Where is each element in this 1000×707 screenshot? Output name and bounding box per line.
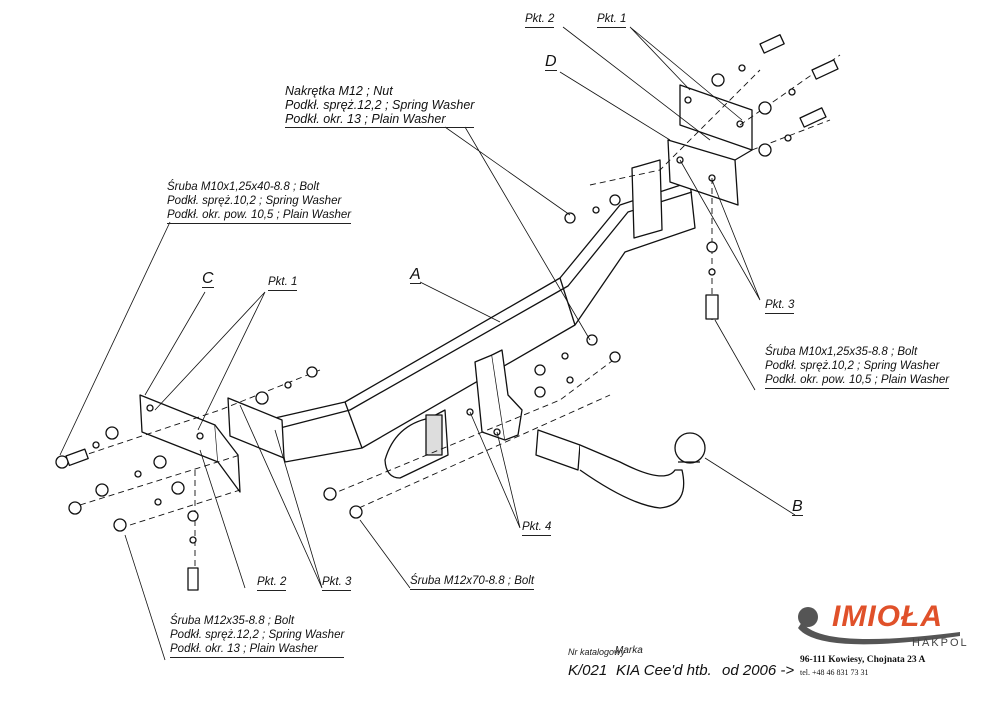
assembly-line (329, 354, 621, 496)
assembly-line (349, 394, 611, 513)
bolt-m10x40-callout: Śruba M10x1,25x40-8.8 ; Bolt Podkł. sprę… (167, 180, 352, 224)
assembly-line (589, 69, 761, 186)
leader-line (199, 449, 246, 589)
leader-line (704, 457, 796, 516)
ball-mount-plates (466, 349, 523, 441)
leader-line (419, 281, 501, 323)
pkt-4-label: Pkt. 4 (522, 520, 552, 536)
pkt-3-bottom-label: Pkt. 3 (322, 575, 352, 591)
callout-line: Śruba M10x1,25x40-8.8 ; Bolt (167, 181, 320, 193)
assembly-line (129, 489, 241, 526)
leader-line (559, 71, 671, 141)
crossbar-left-plate (227, 397, 285, 459)
bolt-m12x35-callout: Śruba M12x35-8.8 ; Bolt Podkł. spręż.12,… (170, 614, 345, 658)
leader-line (714, 319, 756, 391)
crossbar-right-plate (631, 159, 663, 239)
leader-line (562, 26, 711, 141)
year-range: od 2006 -> (722, 662, 795, 679)
catalog-number: K/021 (568, 662, 608, 679)
catalog-number-caption: Nr katalogowy (568, 647, 626, 657)
leader-line (144, 291, 206, 396)
bolt-m10x35-callout: Śruba M10x1,25x35-8.8 ; Bolt Podkł. sprę… (765, 345, 950, 389)
pkt-1-left-label: Pkt. 1 (268, 275, 298, 291)
assembly-line (69, 369, 321, 461)
callout-line: Podkł. spręż.10,2 ; Spring Washer (167, 195, 342, 207)
leader-line (629, 26, 743, 121)
leader-line (679, 159, 761, 301)
callout-line: Podkł. spręż.12,2 ; Spring Washer (170, 629, 345, 641)
bolt-m12x70-callout: Śruba M12x70-8.8 ; Bolt (410, 574, 535, 590)
part-d-label: D (545, 53, 557, 71)
make-caption: Marka (615, 645, 643, 656)
electrical-socket-plate (384, 409, 449, 479)
leader-line (359, 519, 411, 589)
pkt-3-right-label: Pkt. 3 (765, 298, 795, 314)
nut-washer-callout: Nakrętka M12 ; Nut Podkł. spręż.12,2 ; S… (285, 84, 475, 128)
callout-line: Podkł. spręż.12,2 ; Spring Washer (285, 98, 475, 112)
brand-logo-mark (798, 607, 960, 645)
part-a-label: A (410, 266, 421, 284)
tow-ball-b (535, 429, 706, 509)
callout-line: Podkł. okr. pow. 10,5 ; Plain Washer (167, 209, 352, 221)
brand-name: IMIOŁA (832, 600, 943, 633)
assembly-line (79, 454, 241, 506)
part-c-label: C (202, 270, 214, 288)
callout-line: Nakrętka M12 ; Nut (285, 84, 393, 98)
brand-phone: tel. +48 46 831 73 31 (800, 668, 869, 677)
callout-line: Śruba M10x1,25x35-8.8 ; Bolt (765, 346, 918, 358)
callout-line: Podkł. okr. 13 ; Plain Washer (170, 643, 318, 655)
leader-line (239, 404, 323, 589)
bracket-d (667, 84, 753, 206)
brand-sub: HAKPOL (912, 637, 969, 649)
leader-line (59, 221, 171, 456)
leader-line (154, 291, 266, 431)
callout-line: Podkł. okr. pow. 10,5 ; Plain Washer (765, 374, 950, 386)
callout-line: Podkł. okr. 13 ; Plain Washer (285, 112, 446, 126)
part-b-label: B (792, 498, 803, 516)
pkt-1-top-label: Pkt. 1 (597, 12, 627, 28)
leader-line (469, 411, 521, 529)
leader-line (444, 126, 591, 341)
fasteners (55, 34, 839, 591)
make-model: KIA Cee'd htb. (616, 662, 712, 679)
callout-line: Śruba M12x35-8.8 ; Bolt (170, 615, 295, 627)
leader-line (124, 534, 166, 661)
pkt-2-top-label: Pkt. 2 (525, 12, 555, 28)
pkt-2-bottom-label: Pkt. 2 (257, 575, 287, 591)
brand-address: 96-111 Kowiesy, Chojnata 23 A (800, 655, 926, 665)
callout-line: Podkł. spręż.10,2 ; Spring Washer (765, 360, 940, 372)
